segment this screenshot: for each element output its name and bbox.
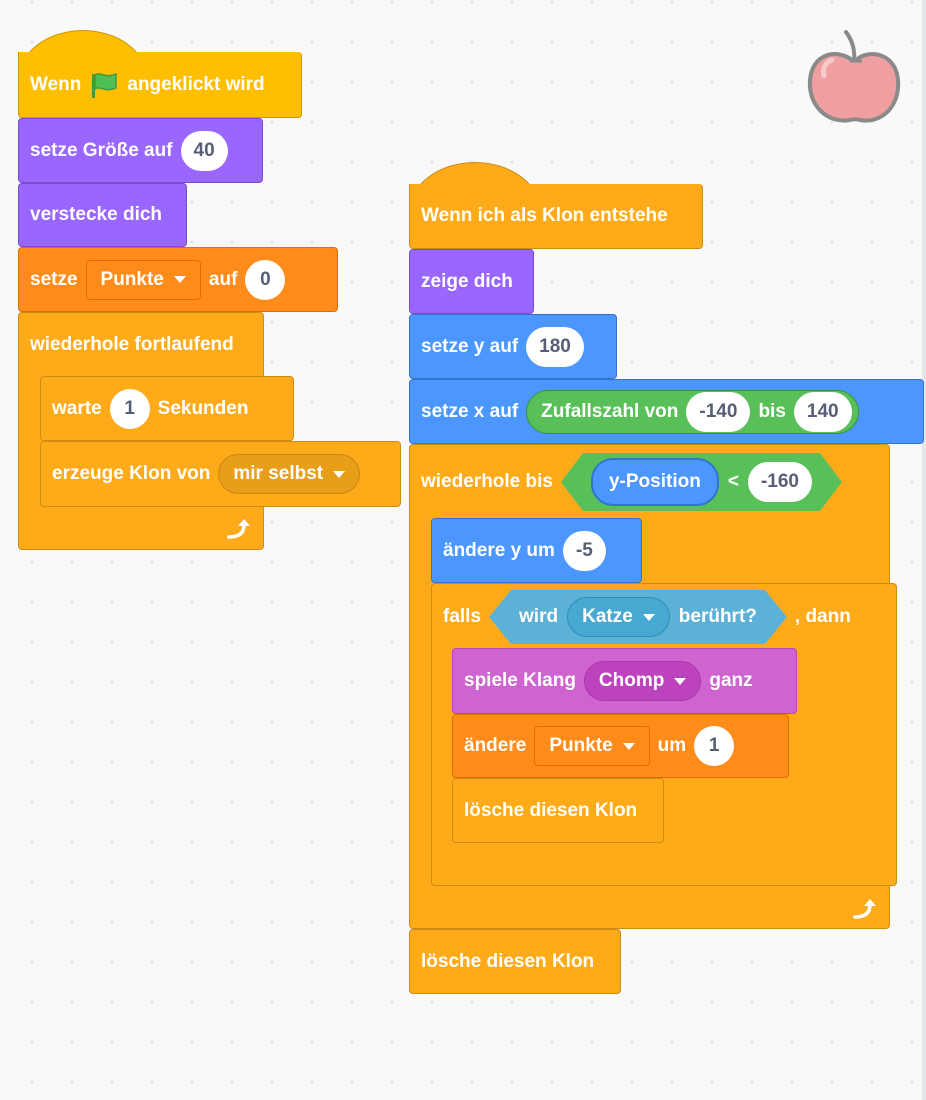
- dropdown-caret-icon: [173, 276, 186, 283]
- change-value-input[interactable]: 1: [694, 726, 735, 766]
- if-header: falls wird Katze berührt? , dann: [432, 584, 859, 650]
- block-label: auf: [208, 268, 238, 290]
- variable-value-input[interactable]: 0: [245, 259, 286, 300]
- block-label: setze y auf: [421, 335, 519, 357]
- show-block[interactable]: zeige dich: [409, 249, 534, 314]
- random-to-input[interactable]: 140: [793, 391, 852, 432]
- dropdown-caret-icon: [622, 742, 635, 750]
- variable-dropdown[interactable]: Punkte: [85, 259, 201, 300]
- block-label: ändere y um: [443, 539, 555, 561]
- object-name: Katze: [582, 606, 633, 627]
- condition-label: wird: [519, 606, 559, 627]
- block-label: um: [657, 735, 687, 756]
- block-label: angeklickt wird: [127, 73, 265, 95]
- variable-dropdown[interactable]: Punkte: [534, 726, 650, 766]
- comparison-input[interactable]: -160: [748, 462, 812, 502]
- block-label: Wenn: [30, 73, 82, 95]
- change-variable-block[interactable]: ändere Punkte um 1: [452, 714, 789, 778]
- when-flag-clicked-block[interactable]: Wenn angeklickt wird: [18, 52, 302, 118]
- set-size-block[interactable]: setze Größe auf 40: [18, 118, 263, 183]
- variable-name: Punkte: [100, 268, 164, 290]
- block-label: spiele Klang: [464, 670, 576, 691]
- random-number-reporter[interactable]: Zufallszahl von -140 bis 140: [526, 389, 859, 434]
- dropdown-caret-icon: [674, 677, 687, 685]
- delete-clone-block[interactable]: lösche diesen Klon: [452, 778, 664, 843]
- apple-icon[interactable]: [806, 30, 902, 133]
- block-label: lösche diesen Klon: [464, 799, 638, 821]
- change-y-input[interactable]: -5: [562, 530, 606, 571]
- set-y-block[interactable]: setze y auf 180: [409, 314, 617, 379]
- workspace-scrollbar-edge: [922, 0, 926, 1100]
- loop-arrow-icon: [227, 519, 250, 539]
- delete-clone-block[interactable]: lösche diesen Klon: [409, 929, 621, 994]
- size-input[interactable]: 40: [180, 130, 228, 171]
- block-label: falls: [443, 606, 482, 627]
- dropdown-caret-icon: [643, 614, 655, 621]
- wait-seconds-input[interactable]: 1: [109, 388, 150, 429]
- block-label: warte: [52, 397, 102, 419]
- block-label: setze: [30, 268, 78, 290]
- repeat-until-header: wiederhole bis y-Position < -160: [410, 445, 850, 519]
- block-label: zeige dich: [421, 270, 513, 292]
- block-label: ändere: [464, 735, 527, 756]
- block-label: erzeuge Klon von: [52, 463, 211, 484]
- wait-block[interactable]: warte 1 Sekunden: [40, 376, 294, 441]
- set-variable-block[interactable]: setze Punkte auf 0: [18, 247, 338, 312]
- block-label: Sekunden: [157, 397, 249, 419]
- block-label: setze x auf: [421, 400, 519, 422]
- green-flag-icon: [89, 71, 119, 99]
- reporter-label: Zufallszahl von: [541, 400, 679, 422]
- touching-condition[interactable]: wird Katze berührt?: [489, 590, 787, 644]
- block-label: Wenn ich als Klon entstehe: [421, 205, 668, 226]
- sound-name: Chomp: [598, 670, 665, 691]
- block-label: wiederhole fortlaufend: [30, 334, 234, 355]
- dropdown-caret-icon: [333, 470, 346, 478]
- sound-dropdown[interactable]: Chomp: [583, 661, 702, 701]
- play-sound-block[interactable]: spiele Klang Chomp ganz: [452, 648, 797, 714]
- hide-block[interactable]: verstecke dich: [18, 183, 187, 247]
- when-clone-starts-block[interactable]: Wenn ich als Klon entstehe: [409, 184, 703, 249]
- block-label: , dann: [794, 606, 851, 627]
- set-x-block[interactable]: setze x auf Zufallszahl von -140 bis 140: [409, 379, 924, 444]
- touching-object-dropdown[interactable]: Katze: [567, 597, 670, 637]
- operator-symbol: <: [727, 471, 739, 492]
- block-label: wiederhole bis: [421, 471, 553, 492]
- block-label: setze Größe auf: [30, 139, 173, 161]
- clone-target-dropdown[interactable]: mir selbst: [218, 454, 361, 494]
- reporter-label: y-Position: [608, 471, 701, 492]
- variable-name: Punkte: [549, 735, 613, 756]
- y-position-reporter[interactable]: y-Position: [591, 458, 719, 506]
- loop-arrow-icon: [853, 899, 876, 919]
- block-label: ganz: [709, 670, 753, 691]
- block-label: lösche diesen Klon: [421, 950, 595, 972]
- change-y-block[interactable]: ändere y um -5: [431, 518, 642, 583]
- less-than-condition[interactable]: y-Position < -160: [561, 453, 842, 511]
- reporter-label: bis: [758, 400, 786, 422]
- create-clone-block[interactable]: erzeuge Klon von mir selbst: [40, 441, 401, 507]
- forever-header: wiederhole fortlaufend: [19, 313, 242, 377]
- block-label: verstecke dich: [30, 204, 163, 225]
- condition-label: berührt?: [678, 606, 757, 627]
- y-value-input[interactable]: 180: [526, 326, 584, 367]
- random-from-input[interactable]: -140: [686, 391, 751, 432]
- clone-target-name: mir selbst: [233, 463, 324, 484]
